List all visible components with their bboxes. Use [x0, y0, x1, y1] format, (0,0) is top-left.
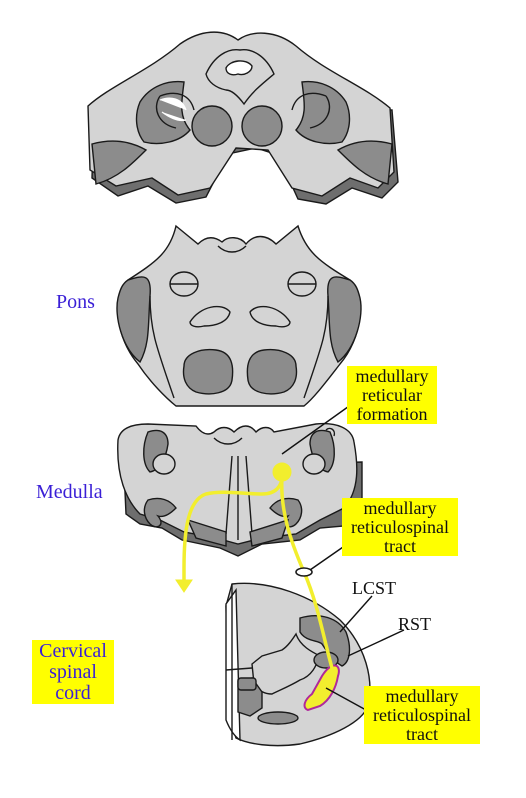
cervical-label-line-3: cord [55, 682, 91, 704]
upper-pons-section [87, 31, 399, 205]
mrf-label-line-2: reticular [362, 385, 422, 405]
crossing-tract-line [182, 474, 284, 584]
pons-section [116, 224, 362, 407]
cervical-cord-section [225, 582, 371, 747]
tract-cross-section-marker [295, 567, 313, 577]
medullary-reticulospinal-tract-label-top: medullary reticulospinal tract [342, 498, 458, 556]
ipsilateral-tract-line [279, 474, 335, 698]
lcst-label: LCST [352, 578, 396, 598]
leader-lines [281, 403, 405, 711]
mrst-top-line-2: reticulospinal [351, 517, 449, 537]
medullary-reticulospinal-tract-label-bottom: medullary reticulospinal tract [364, 686, 480, 744]
cervical-label-line-2: spinal [49, 661, 97, 683]
mrf-label-line-3: formation [357, 404, 428, 424]
mrst-bottom-line-3: tract [406, 724, 438, 744]
descending-arrowhead [175, 579, 193, 593]
pons-label: Pons [56, 291, 95, 313]
rst-label: RST [398, 614, 431, 634]
medulla-section [117, 422, 363, 557]
mrf-label-line-1: medullary [356, 366, 429, 386]
mrst-top-line-1: medullary [364, 498, 437, 518]
mrst-top-line-3: tract [384, 536, 416, 556]
mrst-bottom-line-2: reticulospinal [373, 705, 471, 725]
reticulospinal-pathway [175, 462, 335, 698]
cervical-label-line-1: Cervical [39, 640, 107, 662]
medulla-label: Medulla [36, 481, 103, 503]
cervical-spinal-cord-label: Cervical spinal cord [32, 640, 114, 704]
mrst-bottom-line-1: medullary [386, 686, 459, 706]
medullary-reticular-formation-label: medullary reticular formation [347, 366, 437, 424]
